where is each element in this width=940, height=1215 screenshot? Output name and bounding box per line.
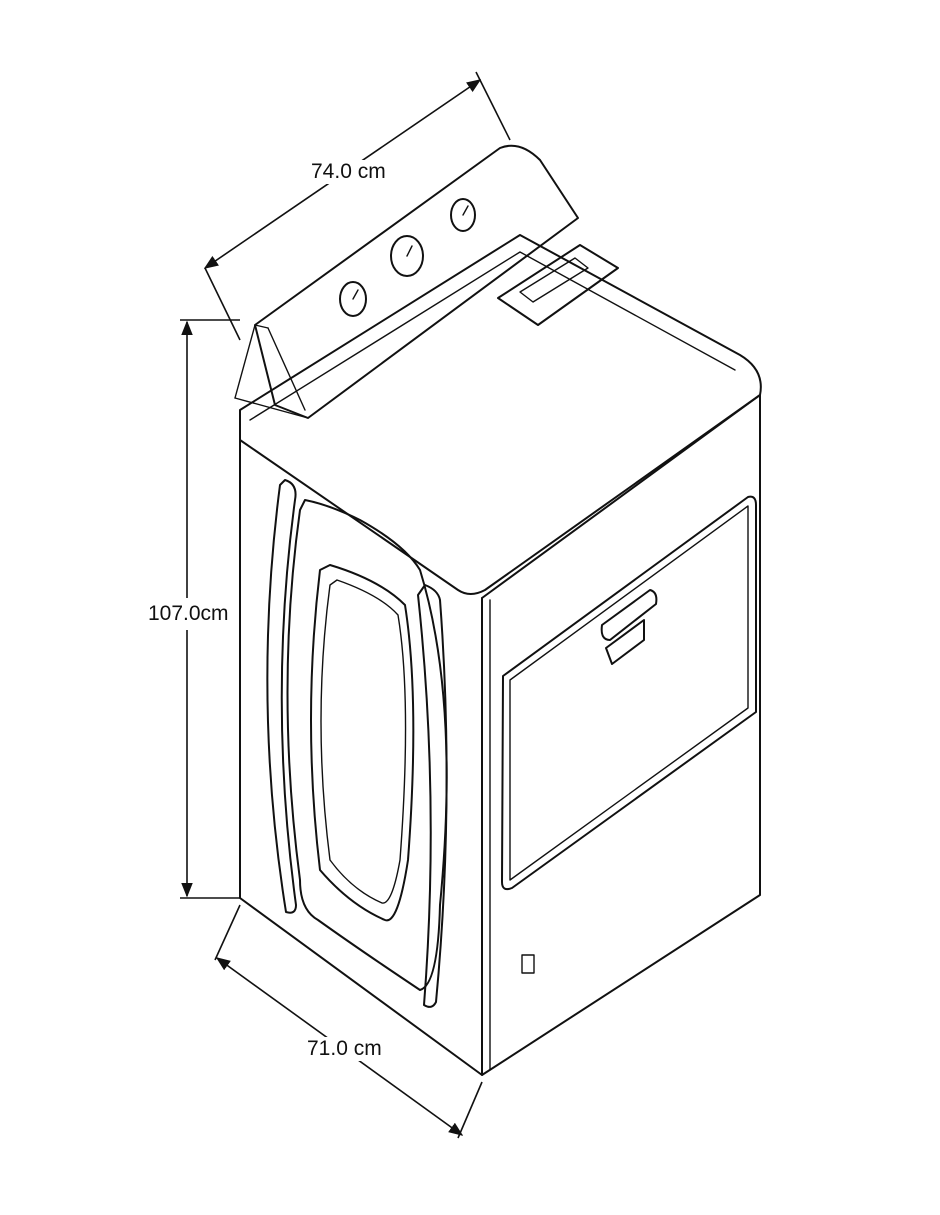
knob-center [390,235,424,277]
knob-right [450,198,476,232]
dryer-door [501,495,757,891]
door-handle [600,589,658,665]
side-panel-embossing [266,479,448,1008]
dryer-front-face [481,394,761,1076]
brand-badge [521,954,535,974]
depth-label: 74.0 cm [309,160,388,184]
dimension-depth [203,71,511,341]
lint-filter [497,244,619,326]
knob-left [339,281,367,317]
height-label: 107.0cm [146,598,231,630]
dryer-top-panel [239,234,762,595]
control-console [254,144,579,419]
dryer-drawing [234,144,762,1076]
width-label: 71.0 cm [305,1037,384,1061]
